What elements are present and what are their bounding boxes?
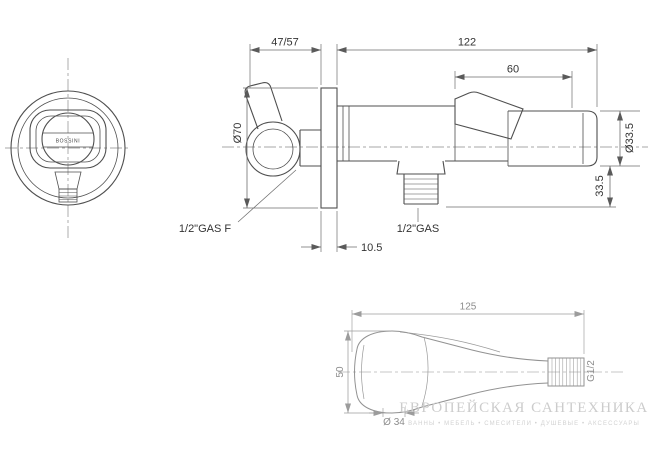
outlet-thread [404,178,438,200]
handshower-thread [547,357,585,387]
handshower-thread-label: G1/2 [586,360,597,382]
watermark: ЕВРОПЕЙСКАЯ САНТЕХНИКА ВАННЫ • МЕБЕЛЬ • … [399,399,649,427]
dim-total-length-label: 122 [458,37,476,49]
watermark-subtitle: ВАННЫ • МЕБЕЛЬ • СМЕСИТЕЛИ • ДУШЕВЫЕ • А… [408,421,640,427]
outlet-thread-label: 1/2"GAS [397,223,439,235]
lever-seam [399,331,501,353]
front-view: BOSSINI [5,58,131,240]
handshower-face [354,348,358,396]
plate-inner-circle [17,97,119,199]
handshower-height-label: 50 [335,366,346,378]
handle-body [29,109,107,169]
handshower-top-outline [356,330,549,362]
outlet-collar [396,160,446,175]
plate-outer-circle [10,90,126,206]
holder-head [454,91,524,140]
dim-plate-diameter-label: Ø70 [232,123,244,144]
dim-depth-label: 47/57 [271,37,299,49]
wall-plate [320,87,338,209]
handle-cap [41,112,95,166]
watermark-title: ЕВРОПЕЙСКАЯ САНТЕХНИКА [399,399,649,416]
dim-holder-length-label: 60 [507,64,519,76]
dim-cup-diameter-label: Ø33.5 [624,123,636,153]
dimensions-main: 47/57 122 60 Ø70 Ø33.5 33.5 10.5 1/2"GAS… [179,37,640,254]
dimensions-handshower: 125 50 Ø 34 G1/2 [335,302,597,429]
handle-rosette [245,121,301,177]
handshower-length-label: 125 [460,302,477,313]
side-view [222,82,648,209]
inlet-thread-label: 1/2"GAS F [179,223,231,235]
dim-outlet-offset-label: 33.5 [594,175,606,196]
holder-cup [508,110,598,167]
dim-plate-thickness-label: 10.5 [361,242,382,254]
handshower-diameter-label: Ø 34 [383,417,405,428]
brand-logo-text: BOSSINI [56,139,80,145]
